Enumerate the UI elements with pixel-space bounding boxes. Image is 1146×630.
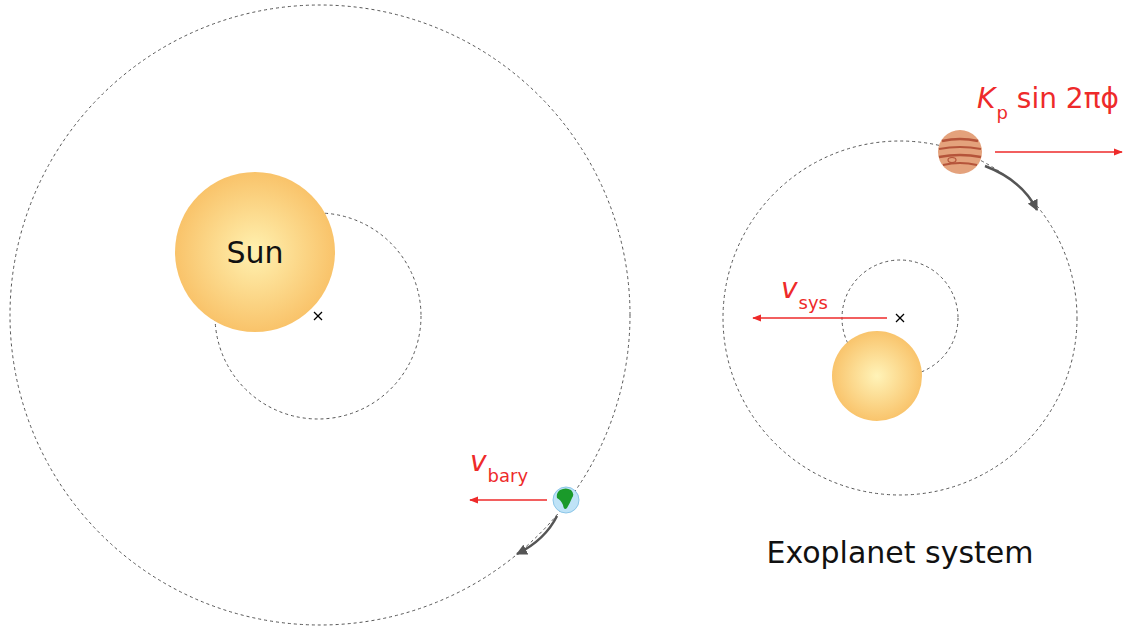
body-name: Sun <box>226 235 283 270</box>
amplitude-subscript: p <box>996 103 1007 123</box>
earth-icon <box>553 487 579 513</box>
velocity-subscript: sys <box>799 293 828 313</box>
planet-icon <box>938 130 982 174</box>
velocity-symbol: v <box>781 274 798 305</box>
motion-arrow <box>985 166 1037 210</box>
velocity-symbol: v <box>470 447 487 478</box>
amplitude-symbol: K <box>977 84 995 115</box>
velocity-arrow <box>470 499 547 501</box>
barycentre-mark <box>314 312 322 320</box>
velocity-arrow <box>995 151 1122 153</box>
sun-circle: Sun <box>175 172 335 332</box>
motion-arrow <box>517 516 557 554</box>
phase-term: sin 2πϕ <box>1017 84 1119 115</box>
velocity-subscript: bary <box>488 466 529 486</box>
earth-orbit <box>10 5 630 625</box>
planet-orbit <box>723 141 1077 495</box>
velocity-arrow <box>753 317 887 319</box>
system-caption: Exoplanet system <box>766 536 1033 569</box>
star-icon <box>832 331 922 421</box>
barycentre-mark <box>896 314 904 322</box>
